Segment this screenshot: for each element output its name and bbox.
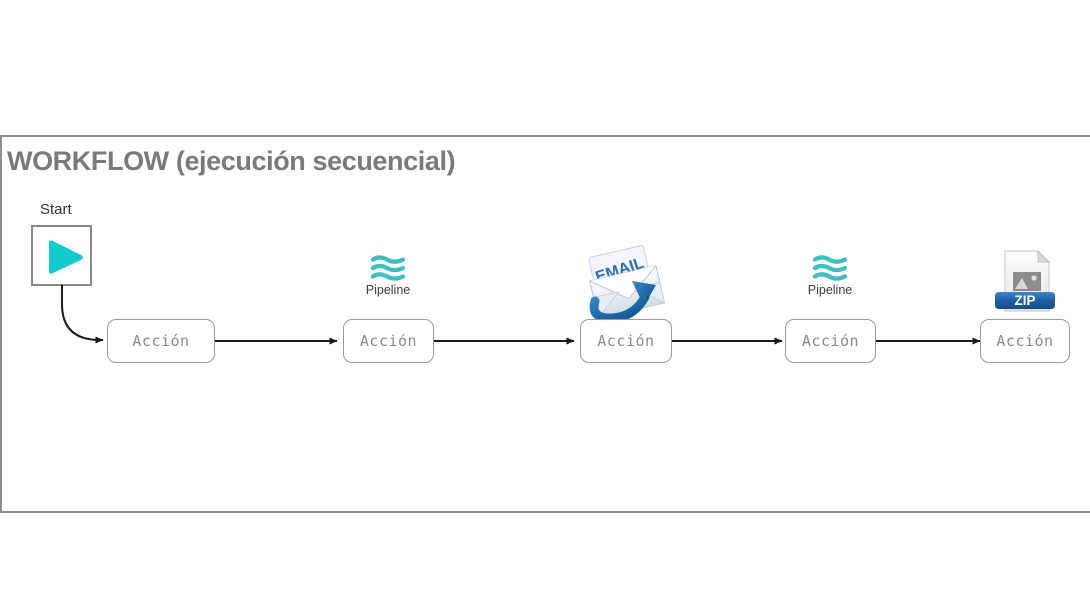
action-node-1[interactable]: Acción: [107, 319, 215, 363]
workflow-canvas: WORKFLOW (ejecución secuencial) Start Ac…: [0, 135, 1090, 513]
start-node-label: Start: [40, 201, 72, 218]
action-node-5[interactable]: Acción: [980, 319, 1070, 363]
node-4-badge: Pipeline: [792, 253, 868, 297]
start-node[interactable]: [31, 225, 92, 286]
page-title: WORKFLOW (ejecución secuencial): [7, 146, 456, 176]
connector-node-4-to-node-5: [876, 337, 981, 345]
email-icon: EMAIL: [588, 245, 666, 323]
pipeline-waves-icon: [370, 255, 406, 281]
action-node-2[interactable]: Acción: [343, 319, 434, 363]
action-node-1-label: Acción: [132, 332, 190, 350]
action-node-3[interactable]: Acción: [580, 319, 672, 363]
pipeline-waves-icon: [812, 255, 848, 281]
node-4-badge-caption: Pipeline: [804, 283, 856, 297]
play-icon: [49, 240, 83, 274]
node-2-badge: Pipeline: [350, 253, 426, 297]
connector-node-1-to-node-2: [215, 337, 338, 345]
connector-node-3-to-node-4: [672, 337, 783, 345]
action-node-3-label: Acción: [597, 332, 655, 350]
svg-text:EMAIL: EMAIL: [593, 255, 646, 287]
node-5-badge: ZIP: [989, 245, 1061, 317]
action-node-4-label: Acción: [801, 332, 860, 350]
zip-file-icon: ZIP: [995, 249, 1055, 312]
connector-start-to-node-1: [61, 285, 104, 344]
zip-badge-text: ZIP: [1014, 293, 1035, 308]
action-node-2-label: Acción: [359, 332, 418, 350]
action-node-4[interactable]: Acción: [785, 319, 876, 363]
connector-node-2-to-node-3: [434, 337, 575, 345]
node-3-badge: EMAIL: [578, 245, 674, 325]
node-2-badge-caption: Pipeline: [362, 283, 414, 297]
action-node-5-label: Acción: [996, 332, 1054, 350]
